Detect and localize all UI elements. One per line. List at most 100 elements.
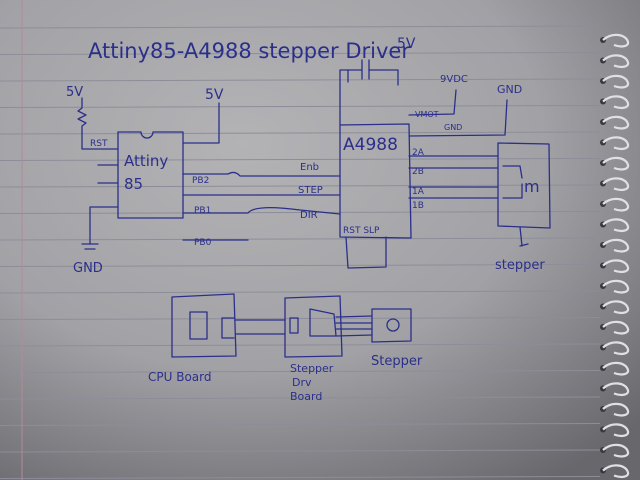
a4988-gnd-wire (408, 99, 508, 137)
stepper-shaft-end (519, 243, 529, 247)
label-9vdc: 9VDC (440, 74, 468, 85)
stepper-coil-a (502, 165, 523, 179)
spiral-coil (602, 74, 630, 89)
motor-wire-1 (335, 315, 373, 318)
label-2b: 2B (412, 167, 424, 177)
label-vmot: VMOT (415, 110, 439, 119)
a4988-chip (339, 123, 412, 239)
spiral-coil (602, 54, 630, 69)
pb0-dir-wire (182, 206, 341, 215)
label-stepper-drv-1: Stepper (290, 362, 334, 375)
a4988-board-tab (345, 236, 387, 269)
ruled-line (0, 343, 601, 347)
ruled-line (0, 317, 601, 320)
label-2a: 2A (412, 148, 425, 158)
attiny-gnd-wire (89, 206, 119, 245)
label-5v-left: 5V (66, 85, 83, 100)
attiny85-chip (117, 131, 184, 219)
spiral-coil (602, 464, 630, 479)
ruled-line (0, 290, 601, 294)
spiral-coil (602, 341, 630, 356)
spiral-coil (602, 177, 630, 192)
ruled-lines (0, 25, 601, 479)
label-stepper-drv-3: Board (290, 390, 322, 403)
spiral-coil (602, 279, 630, 294)
ruled-line (0, 423, 601, 426)
spiral-coil (602, 136, 630, 151)
spiral-coil (602, 197, 630, 212)
labels: Attiny85-A4988 stepper Driver 5V 5V 5V R… (66, 36, 545, 403)
label-pb1: PB1 (194, 206, 211, 216)
label-stepper-drv-2: Drv (292, 376, 312, 389)
spiral-coil (602, 156, 630, 171)
label-1a: 1A (412, 187, 425, 197)
spiral-coil (602, 361, 630, 376)
spiral-coil (602, 33, 630, 48)
stepper-motor-shaft (386, 318, 400, 332)
ruled-line (0, 476, 601, 479)
spiral-coil (602, 300, 630, 315)
stepper-motor-bottom (371, 308, 412, 343)
spiral-coil (602, 382, 630, 397)
ruled-line (0, 237, 601, 241)
cpu-board-connector (221, 317, 235, 339)
spiral-coil (602, 423, 630, 438)
capacitor-wire-left (339, 69, 363, 126)
ink-drawing (77, 59, 551, 358)
spiral-coil (602, 402, 630, 417)
label-cpu-board: CPU Board (148, 370, 211, 384)
motor-wire-4 (335, 334, 373, 337)
label-rst-slp: RST SLP (343, 226, 380, 236)
label-a4988: A4988 (343, 135, 398, 155)
driver-board-header (289, 317, 299, 334)
pb2-enb-wire (182, 171, 341, 177)
vmot-wire (408, 89, 457, 116)
attiny-vcc-wire (182, 102, 220, 144)
label-motor-m: m (524, 177, 540, 196)
page-title: Attiny85-A4988 stepper Driver (88, 39, 410, 63)
spiral-coil (602, 320, 630, 335)
ruled-line (0, 52, 601, 55)
label-step: STEP (298, 185, 323, 196)
capacitor-wire-right (368, 69, 399, 86)
label-stepper-top: stepper (495, 258, 545, 273)
stepper-driver-board (284, 295, 343, 358)
spiral-binding (600, 33, 630, 479)
ruled-line (0, 264, 601, 267)
ruled-line (0, 396, 601, 400)
cpu-board-chip (189, 311, 208, 340)
label-enb: Enb (300, 162, 319, 173)
label-pb0: PB0 (194, 238, 212, 248)
stepper-motor-top (497, 142, 551, 229)
cpu-board (171, 293, 237, 358)
label-dir: DIR (300, 210, 318, 221)
spiral-coil (602, 218, 630, 233)
ruled-line (0, 158, 601, 161)
ruled-line (0, 370, 601, 373)
spiral-coil (602, 259, 630, 274)
spiral-coil (602, 238, 630, 253)
ruled-line (0, 131, 601, 135)
label-1b: 1B (412, 201, 424, 211)
stepper-coil-b (502, 183, 523, 199)
label-gnd-left: GND (73, 261, 103, 276)
reset-pullup-resistor (77, 97, 119, 150)
label-gnd-right: GND (497, 83, 522, 96)
ruled-line (0, 211, 601, 214)
ruled-line (0, 105, 601, 108)
label-5v-chip: 5V (205, 87, 224, 103)
label-gnd-a4988: GND (444, 123, 462, 132)
label-pb2: PB2 (192, 176, 209, 186)
ruled-line (0, 449, 601, 453)
stepper-shaft-top (519, 226, 523, 247)
spiral-coil (602, 115, 630, 130)
ruled-line (0, 78, 601, 82)
label-5v-cap: 5V (397, 36, 416, 52)
ruled-line (0, 25, 601, 29)
spiral-coil (602, 443, 630, 458)
label-attiny: Attiny (124, 152, 168, 170)
label-stepper-bottom: Stepper (371, 354, 423, 369)
ruled-line (0, 184, 601, 188)
